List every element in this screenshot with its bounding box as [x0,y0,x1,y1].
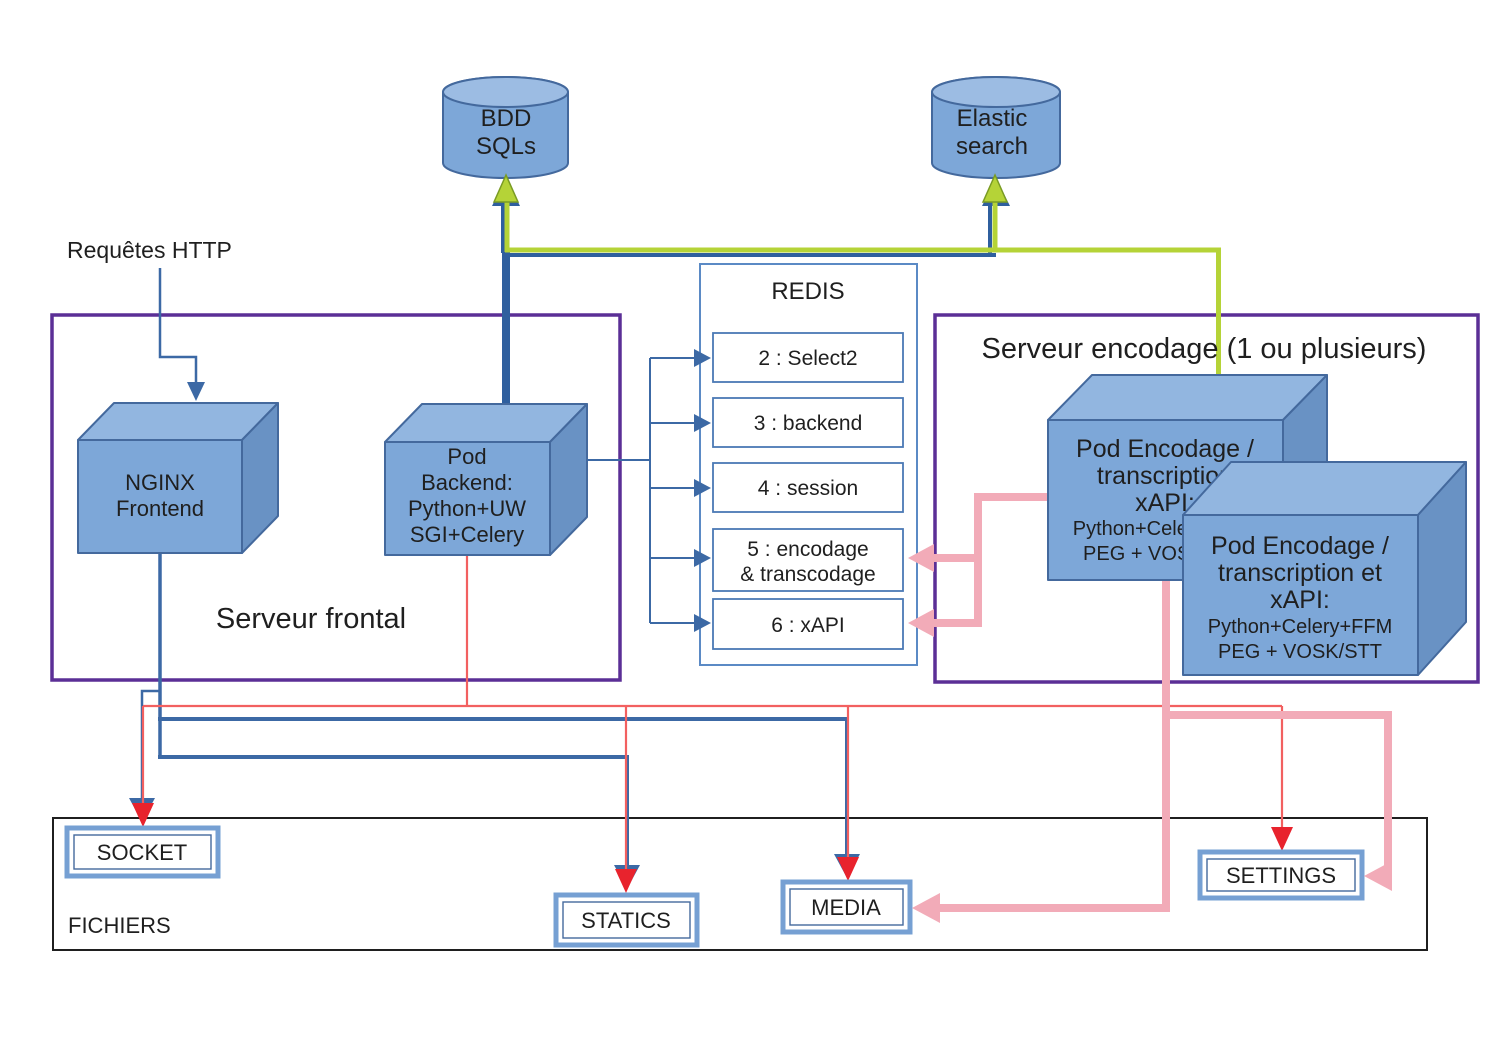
redis-queue-3-box [712,397,904,448]
socket-box-inner [73,834,212,870]
settings-label: SETTINGS [1226,863,1336,888]
blue-arrowhead-queue-2 [694,349,711,367]
pod-backend-node: Pod Backend: Python+UW SGI+Celery [384,403,588,556]
pod-encoding-1-label-line1: Pod Encodage / [1076,435,1254,463]
pod-encoding-1-top-face [1047,374,1328,421]
elastic-label-line2: search [956,133,1028,160]
redis-queue-2-label: 2 : Select2 [758,347,857,370]
red-arrowhead-media [837,857,859,881]
pod-encoding-2-node: Pod Encodage / transcription et xAPI: Py… [1182,461,1467,676]
elastic-cylinder-top [931,76,1061,108]
pod-encoding-2-label-line5: PEG + VOSK/STT [1218,641,1382,663]
pod-encoding-2-label-line3: xAPI: [1270,586,1330,614]
bdd-sql-database: BDD SQLs [442,76,569,179]
red-arrowhead-settings [1271,827,1293,851]
pod-backend-front-face [384,441,551,556]
encoding-server-container [933,313,1480,684]
media-box-inner [789,888,904,926]
red-arrowhead-statics [615,869,637,893]
pink-encoder-to-settings-line [1166,711,1392,879]
pink-arrowhead-settings [1364,861,1392,891]
redis-queue-5-box [712,528,904,592]
settings-store: SETTINGS [1197,849,1365,901]
redis-queue-6-label: 6 : xAPI [771,614,845,637]
pod-encoding-2-label-line4: Python+Celery+FFM [1208,616,1393,638]
http-requests-label: Requêtes HTTP [67,237,232,263]
nginx-socket-branch [140,689,161,800]
bdd-label-line1: BDD [481,105,532,132]
pod-encoding-2-front-face [1182,514,1419,676]
redis-queue-5-label-line2: & transcodage [740,563,875,586]
green-arrowhead-bdd [492,173,520,203]
media-label: MEDIA [811,895,881,920]
statics-label: STATICS [581,908,671,933]
bdd-label-line2: SQLs [476,133,536,160]
pod-encoding-2-label-line2: transcription et [1218,559,1382,587]
statics-box-inner [562,901,691,939]
pink-arrowhead-media [912,893,940,923]
media-store: MEDIA [780,879,913,935]
blue-arrowhead-queue-5 [694,549,711,567]
redis-queue-4-label: 4 : session [758,477,858,500]
blue-arrowhead-queue-4 [694,479,711,497]
nginx-node: NGINX Frontend [77,402,279,554]
socket-label: SOCKET [97,840,187,865]
pod-backend-label-line2: Backend: [421,470,513,495]
pod-backend-label-line1: Pod [447,444,486,469]
redis-queue-3-label: 3 : backend [754,412,863,435]
pod-backend-label-line4: SGI+Celery [410,522,524,547]
red-arrowhead-socket [132,803,154,827]
redis-queue-6-box [712,598,904,650]
redis-container: REDIS 2 : Select2 3 : backend 4 : sessio… [699,263,918,666]
redis-queue-4-box [712,462,904,513]
statics-store: STATICS [553,892,700,948]
nginx-label-line2: Frontend [116,496,204,521]
encoder-pink-connectors [908,493,1392,923]
http-requests-line [158,268,198,383]
files-container-label: FICHIERS [68,913,171,938]
socket-store: SOCKET [64,825,221,879]
bdd-cylinder-top [442,76,569,108]
backend-to-redis-connectors [587,349,711,632]
encoding-server-label: Serveur encodage (1 ou plusieurs) [982,333,1427,365]
http-requests-arrow [158,268,205,401]
pod-encoding-2-label-line1: Pod Encodage / [1211,532,1389,560]
blue-arrowhead-queue-6 [694,614,711,632]
elastic-label-line1: Elastic [957,105,1028,132]
redis-queue-2-box [712,332,904,383]
pink-arrowhead-queue-6 [908,609,934,637]
http-requests-arrowhead [187,382,205,401]
nginx-label-line1: NGINX [125,470,195,495]
frontal-server-container [50,313,622,682]
settings-box-inner [1206,858,1356,892]
redis-title: REDIS [771,278,844,305]
encoder-to-databases-connector [492,173,1221,376]
nginx-front-face [77,439,243,554]
pod-encoding-2-top-face [1182,461,1467,516]
pink-encoder-to-media-line [938,578,1170,912]
blue-arrowhead-queue-3 [694,414,711,432]
backend-to-files-connectors [132,556,1293,893]
redis-queue-5-label-line1: 5 : encodage [747,538,868,561]
green-arrowhead-elastic [981,173,1009,203]
elastic-search-database: Elastic search [931,76,1061,179]
frontal-server-label: Serveur frontal [216,603,406,635]
pod-backend-label-line3: Python+UW [408,496,526,521]
pink-arrowhead-queue-5 [908,544,934,572]
